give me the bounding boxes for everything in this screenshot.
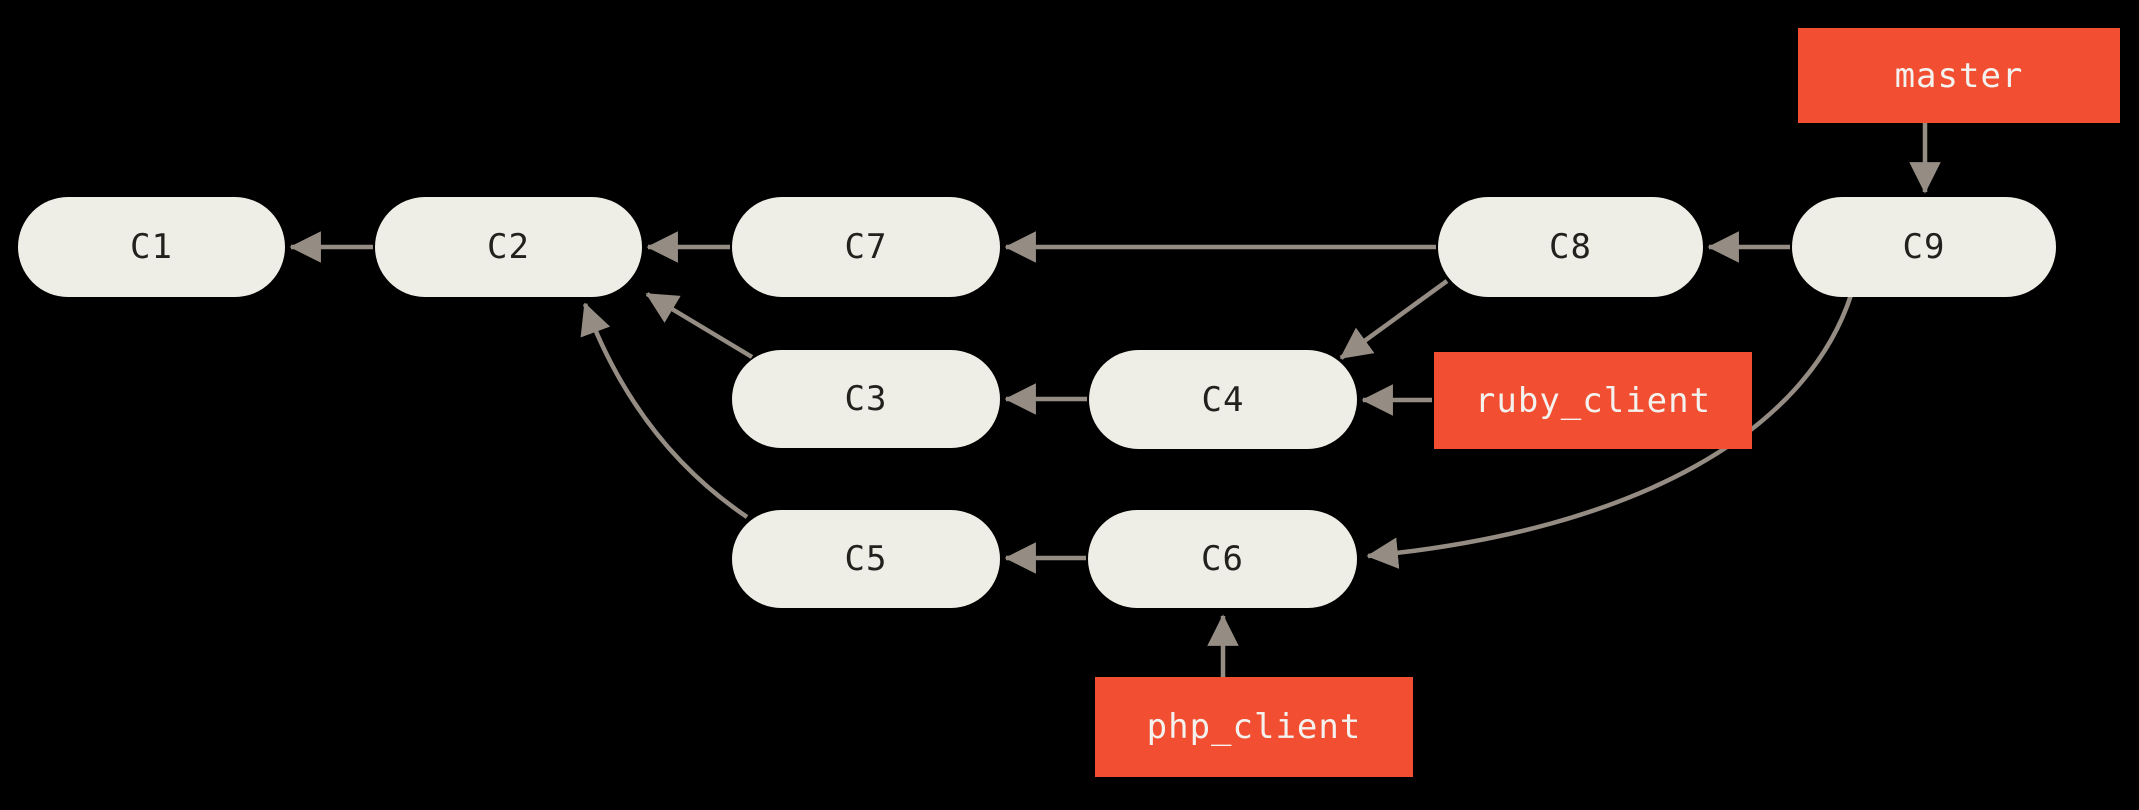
commit-node-c9: C9 <box>1792 197 2056 297</box>
commit-node-c7: C7 <box>732 197 1000 297</box>
edge-c8-to-c4 <box>1339 279 1449 360</box>
branch-label-ruby-client-text: ruby_client <box>1474 380 1712 421</box>
branch-label-php-client-text: php_client <box>1146 707 1362 747</box>
commit-label-c5: C5 <box>844 539 888 579</box>
branch-label-master: master <box>1798 28 2120 123</box>
commit-node-c2: C2 <box>375 197 642 297</box>
commit-node-c4: C4 <box>1089 350 1357 449</box>
branch-label-ruby-client: ruby_client <box>1434 352 1752 449</box>
edge-c5-to-c2 <box>580 302 749 519</box>
branch-label-master-text: master <box>1894 55 2024 96</box>
commit-label-c6: C6 <box>1201 539 1244 579</box>
commit-label-c1: C1 <box>130 227 173 267</box>
commit-label-c4: C4 <box>1201 379 1245 420</box>
commit-label-c7: C7 <box>844 227 888 267</box>
commit-label-c9: C9 <box>1902 227 1946 267</box>
commit-node-c3: C3 <box>732 350 1000 448</box>
edge-c9-to-c6 <box>1366 294 1854 569</box>
commit-label-c2: C2 <box>487 227 530 267</box>
commit-node-c8: C8 <box>1438 197 1703 297</box>
branch-label-php-client: php_client <box>1095 677 1413 777</box>
edge-c3-to-c2 <box>645 292 754 359</box>
commit-node-c5: C5 <box>732 510 1000 608</box>
commit-label-c8: C8 <box>1549 227 1592 267</box>
commit-node-c6: C6 <box>1088 510 1357 608</box>
commit-node-c1: C1 <box>18 197 285 297</box>
commit-label-c3: C3 <box>844 379 888 419</box>
